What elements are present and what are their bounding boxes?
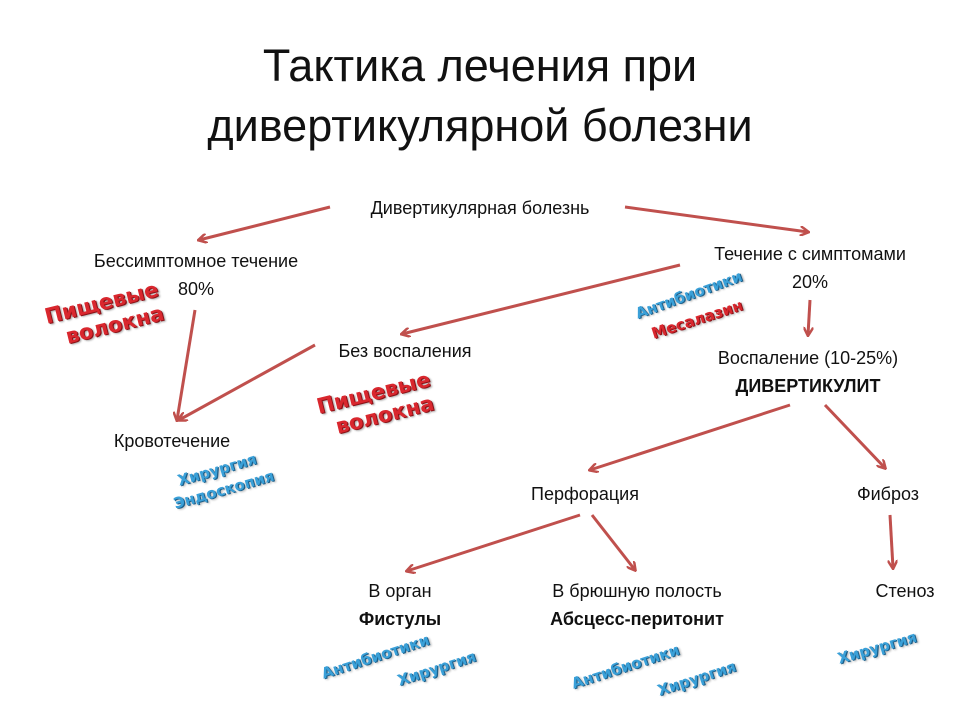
- node-into-organ: В орган: [368, 581, 432, 601]
- node-asymptomatic: Бессимптомное течение: [93, 251, 299, 271]
- slide-title-line1: Тактика лечения при: [262, 40, 698, 91]
- slide-title-line2: дивертикулярной болезни: [207, 100, 753, 151]
- node-no-inflammation: Без воспаления: [338, 341, 472, 361]
- node-inflammation: Воспаление (10-25%): [717, 348, 899, 368]
- arrow-perforation-abdomen: [590, 514, 635, 570]
- node-symptomatic-pct: 20%: [791, 272, 829, 292]
- arrow-symptomatic-inflam: [808, 299, 810, 335]
- node-root: Дивертикулярная болезнь: [370, 198, 590, 218]
- node-symptomatic: Течение с симптомами: [714, 244, 906, 264]
- node-bleeding: Кровотечение: [113, 431, 231, 451]
- node-fistulas: Фистулы: [358, 609, 442, 629]
- arrow-perforation-organ: [407, 513, 581, 571]
- node-abscess: Абсцесс-перитонит: [550, 609, 724, 629]
- node-stenosis: Стеноз: [875, 581, 935, 601]
- node-fibrosis: Фиброз: [856, 484, 920, 504]
- node-perforation: Перфорация: [531, 484, 639, 504]
- arrow-fibrosis-stenosis: [890, 514, 893, 568]
- arrow-root-asymptomatic: [199, 205, 331, 240]
- node-asymptomatic-pct: 80%: [177, 279, 215, 299]
- node-into-abdomen: В брюшную полость: [552, 581, 722, 601]
- arrow-root-symptomatic: [624, 205, 808, 232]
- arrow-asymptomatic-bleeding: [177, 309, 197, 420]
- node-diverticulitis: ДИВЕРТИКУЛИТ: [735, 376, 881, 396]
- arrow-noinflam-bleeding: [179, 343, 316, 420]
- arrow-inflam-fibrosis: [823, 403, 885, 468]
- arrow-symptomatic-noinflam: [402, 263, 681, 334]
- arrow-inflam-perforation: [590, 403, 791, 470]
